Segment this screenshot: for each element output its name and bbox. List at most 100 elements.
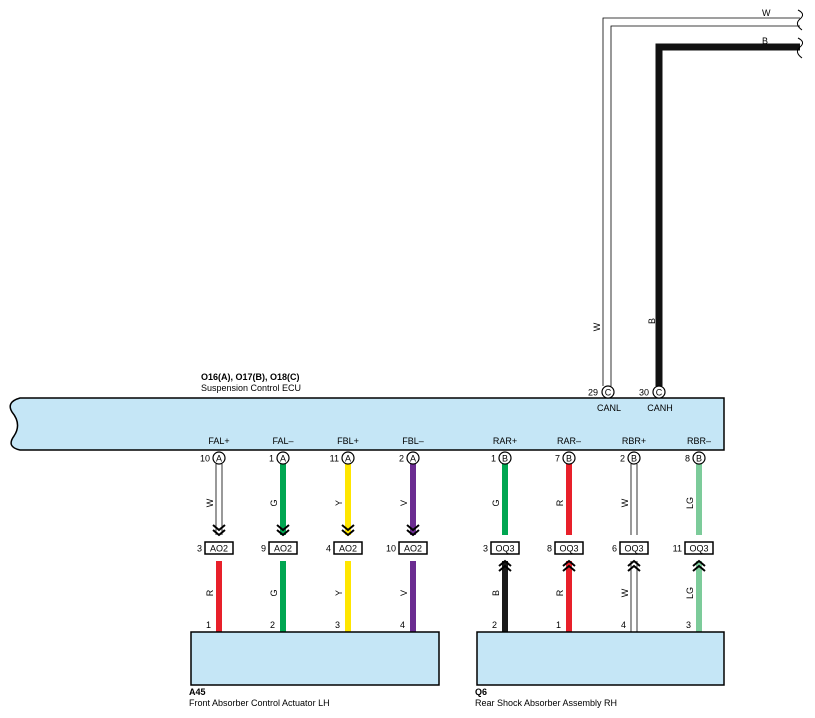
pin-number: 11: [330, 454, 339, 464]
junction-code: OQ3: [689, 544, 708, 554]
pin-conn-letter: A: [216, 454, 222, 464]
pin-number: 7: [555, 454, 560, 464]
component-a45-body: [190, 631, 440, 686]
pin-number: 1: [491, 454, 496, 464]
lower-wire-color-label: B: [491, 590, 501, 596]
component-pin-number: 2: [270, 620, 275, 630]
component-a45: A45 Front Absorber Control Actuator LH: [189, 631, 440, 708]
ecu-pin-signal-label: RAR+: [493, 436, 517, 446]
pin-conn-letter: A: [345, 454, 351, 464]
ecu-pin: A 11 FBL+: [330, 436, 359, 465]
junction-code: OQ3: [559, 544, 578, 554]
ecu-pin-signal-label: RBR–: [687, 436, 711, 446]
pin-number: 2: [620, 454, 625, 464]
component-pin-number: 3: [686, 620, 691, 630]
junction-pin-number: 3: [483, 544, 488, 554]
pin-number: 1: [269, 454, 274, 464]
wire-break-bottom-icon: [796, 37, 804, 59]
junction-code: OQ3: [624, 544, 643, 554]
pin-signal-label: CANL: [597, 403, 621, 413]
upper-wire-color-label: LG: [685, 497, 695, 509]
upper-wire-color-label: Y: [334, 500, 344, 506]
component-pin-number: 4: [400, 620, 405, 630]
ecu-pin-signal-label: FBL+: [337, 436, 359, 446]
pin-conn-letter: C: [656, 388, 663, 398]
pin-conn-letter: A: [280, 454, 286, 464]
can-wires: W B W B: [592, 8, 804, 386]
lower-wire-color-label: W: [620, 588, 630, 597]
upper-wire-color-label: G: [491, 499, 501, 506]
ecu-pin: B2 RBR+: [620, 436, 646, 465]
junction-pin-number: 10: [386, 544, 396, 554]
ecu-pin-signal-label: RBR+: [622, 436, 646, 446]
ecu-pin-signal-label: RAR–: [557, 436, 581, 446]
junction-code: AO2: [274, 544, 292, 554]
pin-conn-letter: B: [631, 454, 637, 464]
junction-code: AO2: [404, 544, 422, 554]
junction-pin-number: 11: [673, 544, 682, 554]
ecu-pin-signal-label: FAL–: [272, 436, 293, 446]
ecu-can-pin-30: C 30 CANH: [639, 385, 673, 413]
ecu-box: O16(A), O17(B), O18(C) Suspension Contro…: [9, 372, 725, 451]
ecu-pin-signal-label: FBL–: [402, 436, 424, 446]
ecu-can-pin-29: C 29 CANL: [588, 385, 621, 413]
circuits: A10FAL+WRAO231FAL+A1FAL–GGAO292FAL–A11FB…: [197, 436, 714, 645]
pin-conn-letter: B: [696, 454, 702, 464]
top-wire-label-w: W: [762, 8, 771, 18]
junction-connector: AO2 10: [386, 541, 428, 555]
lower-wire-color-label: R: [205, 589, 215, 596]
upper-wire-color-label: G: [269, 499, 279, 506]
can-high-wire-label: B: [647, 318, 657, 324]
component-pin-number: 1: [206, 620, 211, 630]
pin-signal-label: CANH: [647, 403, 673, 413]
pin-conn-letter: B: [502, 454, 508, 464]
can-low-wire: [602, 17, 800, 386]
wire-break-top-icon: [796, 9, 804, 31]
component-pin-number: 4: [621, 620, 626, 630]
can-low-wire-label: W: [592, 322, 602, 331]
lower-wire-color-label: LG: [685, 587, 695, 599]
ecu-pin: B7 RAR–: [555, 436, 581, 465]
upper-wire-color-label: W: [620, 498, 630, 507]
pin-number: 30: [639, 388, 649, 398]
component-q6-body: [476, 631, 725, 686]
lower-wire-color-label: R: [555, 589, 565, 596]
pin-number: 10: [200, 454, 210, 464]
ecu-body: [9, 397, 725, 451]
junction-connector: OQ3 11: [673, 541, 714, 555]
junction-connector: OQ3 6: [612, 541, 649, 555]
junction-connector: OQ3 8: [547, 541, 584, 555]
component-q6: Q6 Rear Shock Absorber Assembly RH: [475, 631, 725, 708]
junction-pin-number: 6: [612, 544, 617, 554]
ecu-pin-signal-label: FAL+: [208, 436, 229, 446]
ecu-pin: B1 RAR+: [491, 436, 517, 465]
component-q6-code: Q6: [475, 687, 487, 697]
lower-wire-color-label: G: [269, 589, 279, 596]
upper-wire-color-label: V: [399, 500, 409, 506]
ecu-connector-codes: O16(A), O17(B), O18(C): [201, 372, 300, 382]
lower-wire-color-label: V: [399, 590, 409, 596]
component-a45-code: A45: [189, 687, 206, 697]
upper-wire-color-label: R: [555, 499, 565, 506]
circuit-column: B7 RAR– R R OQ3 8 1 RAR–: [547, 436, 584, 645]
junction-pin-number: 4: [326, 544, 331, 554]
junction-pin-number: 9: [261, 544, 266, 554]
junction-connector: AO2 9: [261, 541, 298, 555]
component-pin-number: 1: [556, 620, 561, 630]
top-wire-label-b: B: [762, 36, 768, 46]
junction-code: AO2: [210, 544, 228, 554]
junction-code: AO2: [339, 544, 357, 554]
lower-wire-color-label: Y: [334, 590, 344, 596]
upper-wire-color-label: W: [205, 498, 215, 507]
pin-conn-letter: B: [566, 454, 572, 464]
junction-pin-number: 8: [547, 544, 552, 554]
